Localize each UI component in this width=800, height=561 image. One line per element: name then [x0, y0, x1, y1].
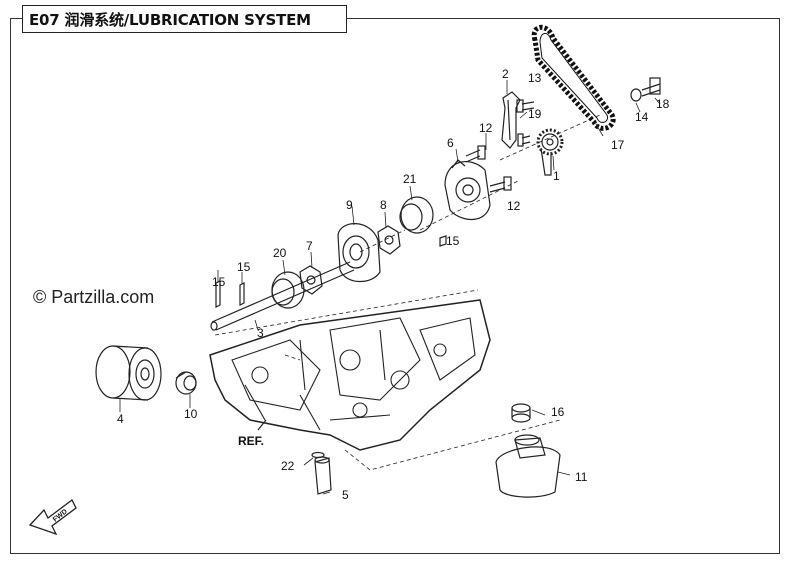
- filter-fitting-10: [175, 371, 197, 395]
- callout-14[interactable]: 14: [635, 110, 649, 124]
- o-ring-22: [311, 451, 325, 459]
- callout-3[interactable]: 3: [257, 326, 264, 340]
- watermark: © Partzilla.com: [33, 287, 155, 307]
- callout-4[interactable]: 4: [117, 412, 124, 426]
- pump-cover: [444, 159, 491, 221]
- callout-8[interactable]: 8: [380, 198, 387, 212]
- callout-21[interactable]: 21: [403, 172, 417, 186]
- callout-12-lower[interactable]: 12: [507, 199, 521, 213]
- callout-7[interactable]: 7: [306, 239, 313, 253]
- crankcase: [209, 299, 491, 451]
- callout-15-far-left[interactable]: 15: [212, 275, 226, 289]
- callout-13[interactable]: 13: [528, 71, 542, 85]
- reference-label: REF.: [238, 434, 265, 448]
- pin-15-right: [439, 235, 447, 247]
- chain-guide-bracket: [501, 91, 521, 149]
- callout-6[interactable]: 6: [447, 136, 454, 150]
- bolt-12-lower: [489, 176, 512, 193]
- oil-strainer-11: [495, 434, 561, 498]
- callout-22[interactable]: 22: [281, 459, 295, 473]
- pin-15-mid: [239, 282, 245, 306]
- callout-17[interactable]: 17: [611, 138, 625, 152]
- callout-15-right[interactable]: 15: [446, 234, 460, 248]
- callout-9[interactable]: 9: [346, 198, 353, 212]
- assembly-guide-lines: [214, 114, 601, 471]
- outer-rotor-20: [271, 271, 305, 309]
- fwd-arrow-icon: [28, 499, 77, 536]
- callout-20[interactable]: 20: [273, 246, 287, 260]
- pressure-switch-5: [314, 456, 332, 495]
- pump-body-9: [337, 223, 381, 283]
- inner-rotor-8: [377, 225, 401, 255]
- outer-rotor-21: [399, 196, 434, 234]
- title-box: E07 润滑系统/LUBRICATION SYSTEM: [22, 5, 347, 33]
- pin-15-left: [215, 280, 221, 308]
- leader-lines: [119, 80, 661, 495]
- pump-shaft-3: [210, 261, 355, 331]
- callout-12-upper[interactable]: 12: [479, 121, 493, 135]
- bolt-19: [516, 99, 535, 147]
- callout-2[interactable]: 2: [502, 67, 509, 81]
- callout-19[interactable]: 19: [528, 107, 542, 121]
- callout-1[interactable]: 1: [553, 169, 560, 183]
- page-title: E07 润滑系统/LUBRICATION SYSTEM: [29, 11, 311, 29]
- ref-leader: [257, 419, 267, 431]
- diagram-frame: [10, 18, 780, 554]
- callout-10[interactable]: 10: [184, 407, 198, 421]
- callout-11[interactable]: 11: [575, 470, 588, 484]
- sprocket: [536, 128, 564, 176]
- oil-filter-4: [95, 345, 162, 401]
- callout-15-left[interactable]: 15: [237, 260, 251, 274]
- timing-chain: [531, 24, 616, 131]
- strainer-seal-16: [511, 403, 531, 423]
- inner-rotor-7: [299, 265, 323, 295]
- callout-18[interactable]: 18: [656, 97, 670, 111]
- callout-5[interactable]: 5: [342, 488, 349, 502]
- callout-16[interactable]: 16: [551, 405, 565, 419]
- bolt-12-upper: [465, 145, 486, 163]
- bolt-18: [630, 77, 661, 102]
